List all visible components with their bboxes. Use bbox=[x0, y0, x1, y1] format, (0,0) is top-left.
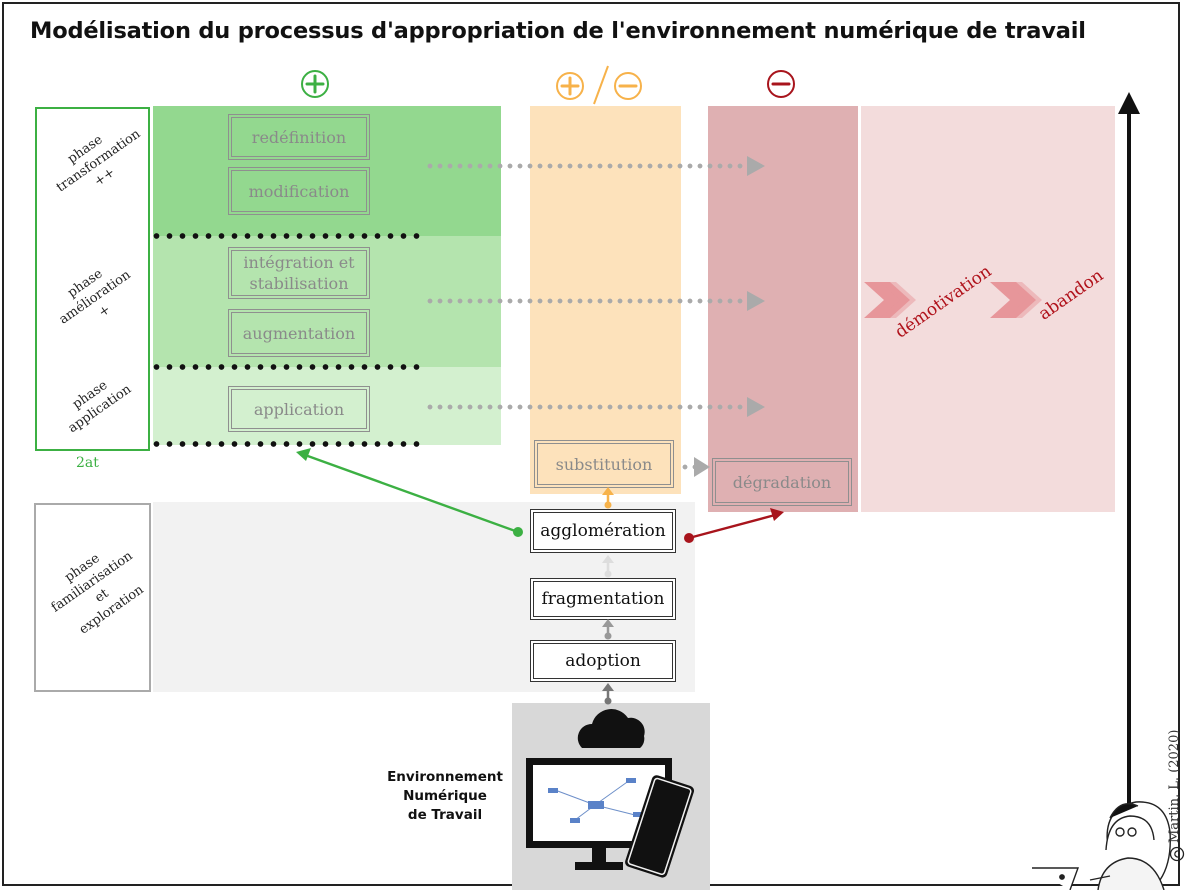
separator-dots-3 bbox=[150, 441, 422, 447]
green-arrow-line bbox=[304, 453, 519, 534]
minus-circle-icon bbox=[767, 70, 795, 98]
minus-circle-neutral-icon bbox=[614, 72, 642, 100]
arrowhead-row-3 bbox=[747, 397, 765, 417]
box-modification: modification bbox=[228, 167, 370, 215]
progress-dots-row-2 bbox=[425, 298, 747, 304]
slash-divider bbox=[593, 65, 609, 105]
progress-dots-row-3 bbox=[425, 404, 747, 410]
monitor-icon bbox=[526, 758, 672, 870]
red-arrow-line bbox=[688, 513, 776, 540]
arrowhead-row-2 bbox=[747, 291, 765, 311]
progress-dots-row-1 bbox=[425, 163, 747, 169]
arrowhead-row-1 bbox=[747, 156, 765, 176]
green-arrow-origin bbox=[513, 527, 523, 537]
diagram-title: Modélisation du processus d'appropriatio… bbox=[30, 18, 1086, 44]
box-agglomeration: agglomération bbox=[530, 509, 676, 553]
phase-bracket-gray bbox=[34, 503, 151, 692]
phase-bracket-green bbox=[35, 107, 150, 451]
smartphone-icon bbox=[625, 775, 695, 878]
person-with-laptop-icon bbox=[1032, 801, 1171, 890]
chevron-demotivation-icon bbox=[864, 282, 916, 318]
plus-circle-neutral-icon bbox=[556, 72, 584, 100]
plus-circle-icon bbox=[301, 70, 329, 98]
box-integration: intégration et stabilisation bbox=[228, 247, 370, 299]
brace-label: 2at bbox=[76, 455, 99, 471]
progress-dots-substitution bbox=[680, 464, 696, 470]
cloud-icon bbox=[577, 709, 645, 748]
box-degradation: dégradation bbox=[712, 458, 852, 506]
box-fragmentation: fragmentation bbox=[530, 578, 676, 620]
red-band bbox=[708, 106, 858, 512]
box-augmentation: augmentation bbox=[228, 309, 370, 357]
credit-text: Martin, L. (2020) bbox=[1167, 729, 1182, 843]
pink-band bbox=[861, 106, 1115, 512]
green-arrowhead bbox=[296, 448, 311, 461]
env-label: Environnement Numérique de Travail bbox=[387, 769, 503, 823]
separator-dots-1 bbox=[150, 233, 422, 239]
box-adoption: adoption bbox=[530, 640, 676, 682]
arrowhead-substitution bbox=[694, 457, 710, 477]
red-arrowhead bbox=[770, 508, 784, 521]
box-application: application bbox=[228, 386, 370, 432]
red-arrow-origin bbox=[684, 533, 694, 543]
box-redefinition: redéfinition bbox=[228, 114, 370, 160]
chevron-abandon-icon bbox=[990, 282, 1042, 318]
copyright-icon bbox=[1169, 846, 1185, 862]
box-substitution: substitution bbox=[534, 440, 674, 488]
time-axis-arrowhead bbox=[1118, 92, 1140, 114]
separator-dots-2 bbox=[150, 364, 422, 370]
